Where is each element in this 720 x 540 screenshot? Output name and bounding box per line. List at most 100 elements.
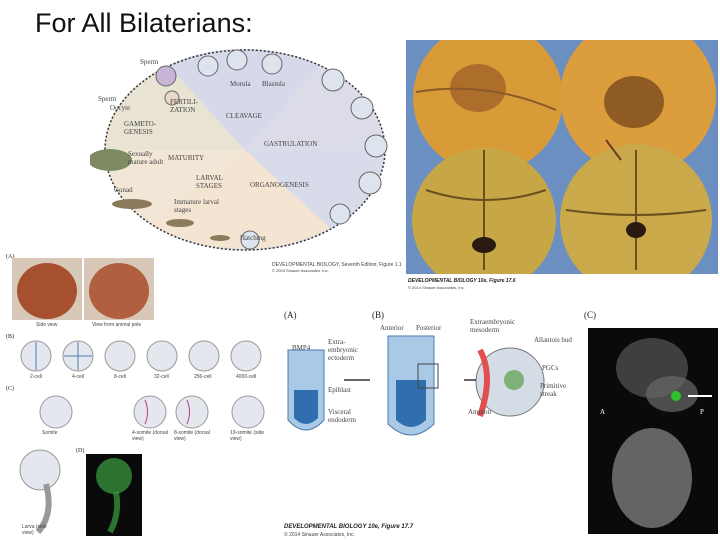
neurula-cell bbox=[358, 171, 382, 195]
label-morula: Morula bbox=[230, 80, 251, 88]
gastrula-cell-1 bbox=[321, 68, 345, 92]
cell-256 bbox=[188, 340, 220, 372]
label-fertilization: FERTILI-ZATION bbox=[170, 98, 198, 114]
label-organogenesis: ORGANOGENESIS bbox=[250, 181, 309, 189]
pgc-cluster bbox=[504, 370, 524, 390]
stage-label-1: 4-somite (dorsal view) bbox=[132, 430, 168, 442]
cell-label-8: 8-cell bbox=[114, 374, 126, 380]
mouse-amnion: Amnion bbox=[468, 408, 491, 416]
somite-row-svg bbox=[39, 395, 265, 429]
larva-label: Larva (side view) bbox=[22, 524, 47, 536]
mouse-extraembryonic-mesoderm: Extraembryonic mesoderm bbox=[470, 318, 516, 334]
pigment-spot-2 bbox=[604, 76, 664, 128]
embryo-animal bbox=[89, 263, 149, 319]
mouse-caption-credit: © 2014 Sinauer Associates, Inc. bbox=[284, 532, 355, 538]
mouse-anterior: Anterior bbox=[380, 324, 404, 332]
epiblast-b bbox=[396, 380, 426, 427]
slide-title: For All Bilaterians: bbox=[35, 8, 253, 38]
cleavage-cell bbox=[197, 55, 219, 77]
label-hatching: Hatching bbox=[240, 234, 266, 242]
cleavage-lines bbox=[35, 342, 92, 370]
label-gonad: Gonad bbox=[114, 186, 133, 194]
cell-4000 bbox=[230, 340, 262, 372]
label-sperm-top: Sperm bbox=[140, 58, 159, 66]
label-larval-stages: LARVAL STAGES bbox=[196, 174, 223, 190]
embryo-side bbox=[17, 263, 77, 319]
hatching-embryo bbox=[240, 230, 260, 250]
fluor-label-p: P bbox=[700, 408, 704, 416]
frog-photo-svg bbox=[406, 40, 718, 274]
fluorescence-svg bbox=[588, 328, 718, 534]
pgc-spot-2 bbox=[626, 222, 646, 238]
label-cleavage: CLEAVAGE bbox=[226, 112, 262, 120]
stage-label-2: 8-somite (dorsal view) bbox=[174, 430, 210, 442]
frog-caption-credit: © 2014 Sinauer Associates, Inc. bbox=[408, 285, 465, 290]
label-sperm-left: Sperm bbox=[98, 95, 117, 103]
gfp-embryo bbox=[96, 458, 132, 494]
cell-label-4000: 4000-cell bbox=[236, 374, 257, 380]
stage-label-0: Somite bbox=[42, 430, 58, 436]
epiblast-a bbox=[294, 390, 318, 424]
tadpole-1 bbox=[112, 199, 152, 209]
gastrulation-sector bbox=[245, 65, 386, 150]
zebrafish-side-photo bbox=[12, 258, 82, 320]
cell-label-4: 4-cell bbox=[72, 374, 84, 380]
life-cycle-caption-credit: © 2003 Sinauer Associates, Inc. bbox=[272, 268, 329, 273]
primitive-streak bbox=[477, 348, 490, 417]
larval-sector bbox=[150, 150, 330, 250]
mouse-panel-b: (B) bbox=[372, 310, 384, 320]
green-pgcs bbox=[671, 391, 681, 401]
label-maturity: MATURITY bbox=[168, 154, 205, 162]
oocyte-small bbox=[164, 90, 180, 106]
cell-8 bbox=[104, 340, 136, 372]
zebrafish-animal-photo bbox=[84, 258, 154, 320]
gastrula-cell-3 bbox=[364, 134, 388, 158]
life-cycle-caption-title: DEVELOPMENTAL BIOLOGY, Seventh Edition, … bbox=[272, 262, 402, 268]
cell-label-32: 32-cell bbox=[154, 374, 169, 380]
mouse-posterior: Posterior bbox=[416, 324, 442, 332]
somite-stripes bbox=[144, 399, 190, 425]
zebrafish-panel-b: (B) bbox=[6, 334, 14, 340]
somite-embryo-4 bbox=[231, 395, 265, 429]
pgc-spot-1 bbox=[472, 237, 496, 253]
mouse-diagram-svg bbox=[287, 335, 545, 436]
tadpole-2 bbox=[166, 219, 194, 227]
morula-cell bbox=[226, 49, 248, 71]
mouse-extraembryonic-ectoderm: Extra-embryonic ectoderm bbox=[328, 338, 358, 362]
frog-embryo-photo bbox=[406, 40, 718, 274]
cell-32 bbox=[146, 340, 178, 372]
mouse-fluorescence-photo: A P bbox=[588, 328, 718, 534]
fluor-label-a: A bbox=[600, 408, 606, 416]
life-cycle-svg bbox=[88, 48, 388, 251]
cell-label-256: 256-cell bbox=[194, 374, 212, 380]
furrow-1 bbox=[415, 87, 557, 111]
life-cycle-diagram: Sperm Morula Blastula Sperm Oocyte FERTI… bbox=[88, 38, 402, 270]
somite-embryo-1 bbox=[39, 395, 73, 429]
mouse-visceral-endoderm: Visceral endoderm bbox=[328, 408, 356, 424]
tailbud-cell bbox=[329, 203, 351, 225]
label-gastrulation: GASTRULATION bbox=[264, 140, 318, 148]
mouse-bmp4: BMP4 bbox=[292, 344, 311, 352]
stage-label-4: 19-somite (side view) bbox=[230, 430, 265, 442]
tadpole-3 bbox=[210, 235, 230, 241]
oocyte-cell bbox=[155, 65, 177, 87]
gfp-tail bbox=[107, 491, 121, 534]
mouse-allantois-bud: Allantois bud bbox=[534, 336, 572, 344]
mouse-pgcs: PGCs bbox=[542, 364, 559, 372]
furrow-2 bbox=[605, 139, 622, 161]
somite-embryo-2 bbox=[133, 395, 167, 429]
somite-embryo-3 bbox=[175, 395, 209, 429]
larva-row-svg bbox=[19, 449, 142, 536]
pigment-spot-1 bbox=[450, 64, 506, 112]
label-oocyte: Oocyte bbox=[110, 104, 131, 112]
animal-photo-svg bbox=[89, 263, 149, 319]
larva-tail bbox=[35, 483, 52, 534]
label-mature-adult: Sexually mature adult bbox=[128, 150, 164, 166]
zebrafish-panel-c: (C) bbox=[6, 386, 14, 392]
mouse-caption-title: DEVELOPMENTAL BIOLOGY 10e, Figure 17.7 bbox=[284, 524, 414, 530]
label-immature-larval: Immature larval stages bbox=[174, 198, 219, 214]
cleavage-row-svg bbox=[20, 340, 262, 372]
mouse-panel-a: (A) bbox=[284, 310, 297, 320]
mouse-panel-c: (C) bbox=[584, 310, 596, 320]
zebrafish-panel-a: (A) bbox=[6, 254, 15, 260]
